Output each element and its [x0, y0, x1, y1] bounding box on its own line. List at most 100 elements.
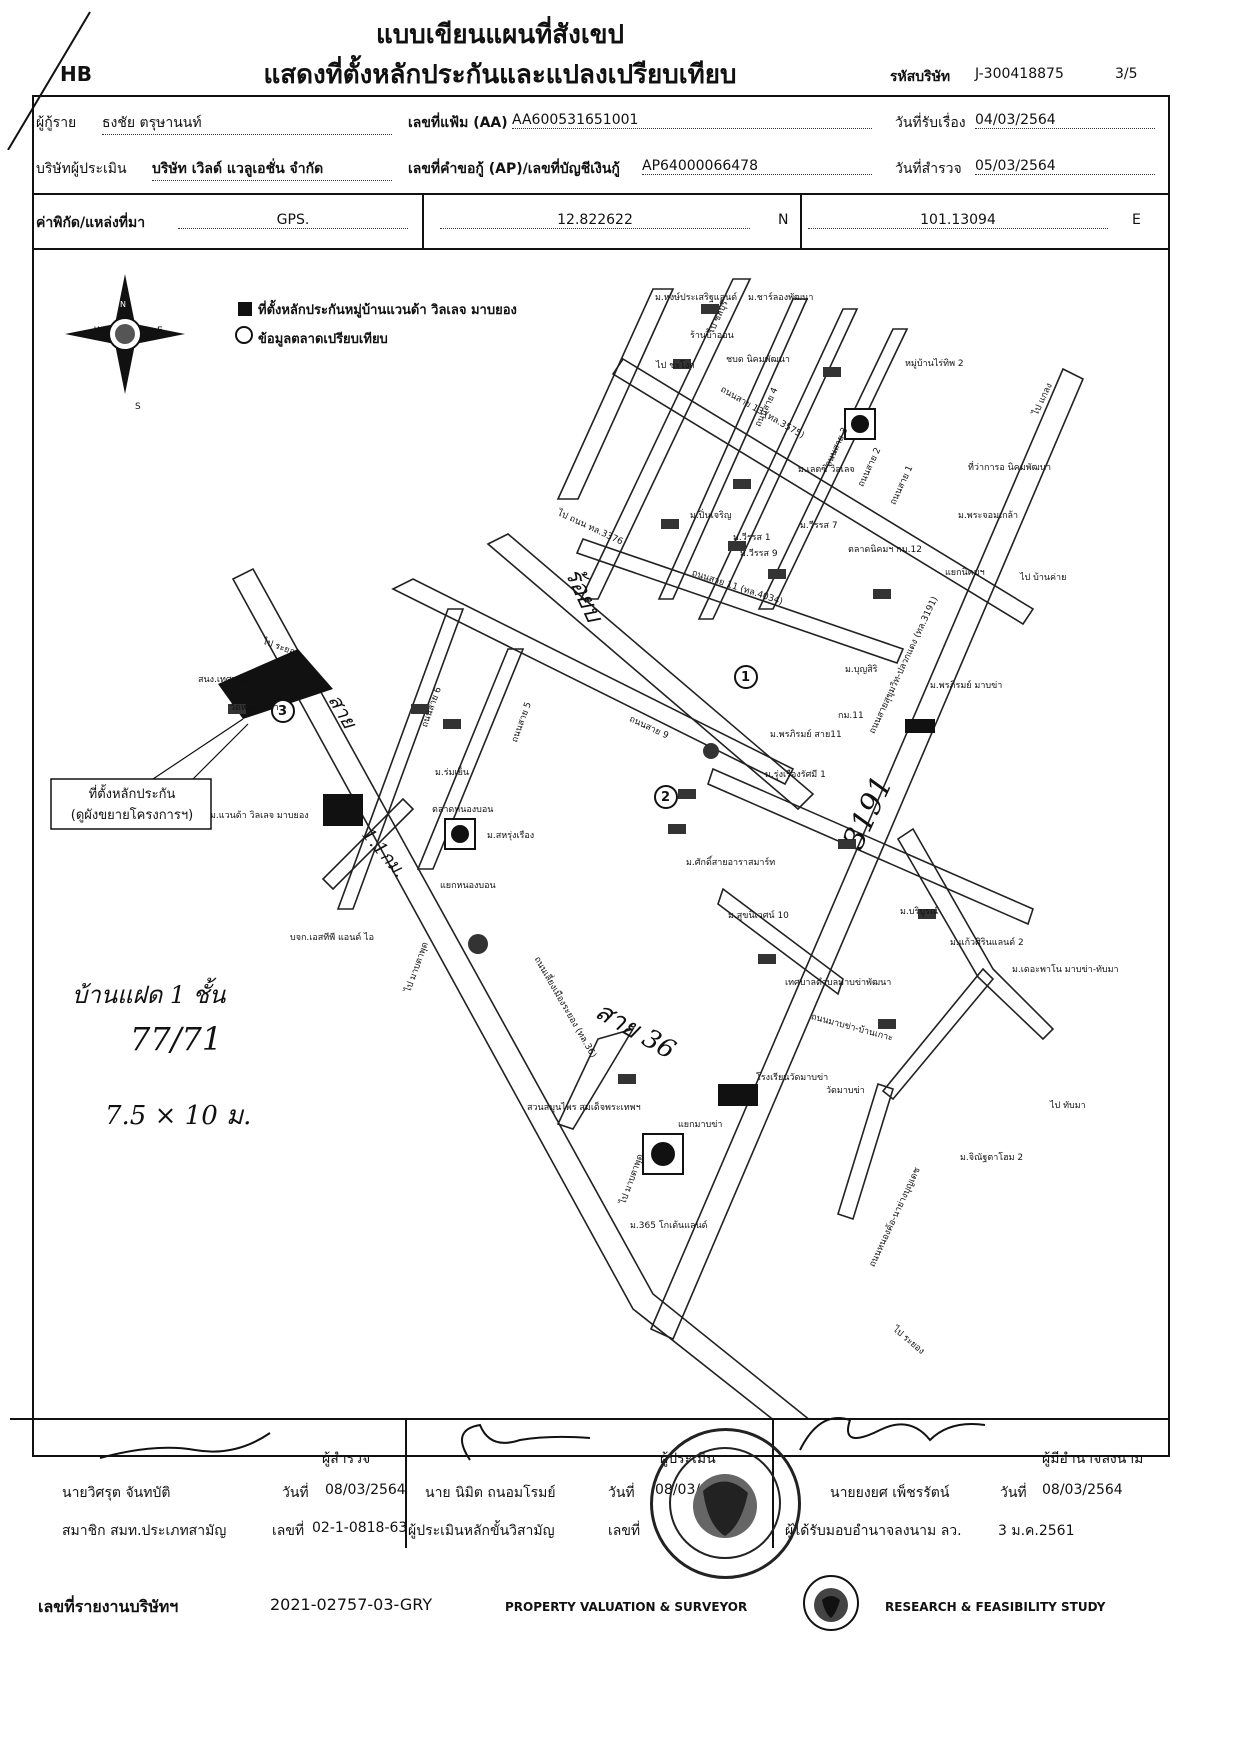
map-label: สนง.เทศบาล มะขามคู่ — [198, 675, 285, 685]
compass-n: N — [120, 300, 126, 309]
legend-collateral-label: ที่ตั้งหลักประกันหมู่บ้านแวนด้า วิลเลจ ม… — [258, 303, 517, 318]
map-label: ม.เดอะพาโน มาบข่า-ทับมา — [1012, 965, 1119, 975]
appraiser-label: บริษัทผู้ประเมิน — [36, 161, 127, 177]
location-map — [50, 274, 1085, 1419]
map-label: โรงเรียนวัดมาบข่า — [756, 1073, 829, 1083]
map-label: เทศบาลตำบลมาบข่าพัฒนา — [785, 978, 892, 988]
map-label: ม.ศักดิ์สายอาราสมาร์ท — [686, 858, 776, 868]
legend-comparison-label: ข้อมูลตลาดเปรียบเทียบ — [258, 332, 388, 347]
map-label: สวนสมุนไพร สมเด็จพระเทพฯ — [527, 1103, 641, 1113]
coords-label: ค่าพิกัด/แหล่งที่มา — [36, 215, 146, 231]
map-label: ม.สหรุ่งเรือง — [487, 831, 535, 841]
authority-note-date: 3 ม.ค.2561 — [998, 1523, 1075, 1539]
handwritten-size: 7.5 × 10 ม. — [105, 1101, 252, 1131]
world-valuation-logo — [800, 1572, 862, 1634]
surveyor-date-label: วันที่ — [282, 1485, 309, 1501]
footer-left-text: PROPERTY VALUATION & SURVEYOR — [505, 1600, 748, 1614]
report-no: 2021-02757-03-GRY — [270, 1595, 433, 1614]
map-label: ม.365 โกเด้นแลนด์ — [630, 1221, 708, 1231]
request-label: เลขที่คำขอกู้ (AP)/เลขที่บัญชีเงินกู้ — [408, 161, 620, 177]
corner-code: HB — [60, 62, 92, 86]
map-label: ไป ชะโงก — [656, 361, 695, 371]
sig-sep-1b — [405, 1418, 407, 1548]
map-label: ม.บุญสิริ — [845, 665, 878, 675]
map-label: ม.พรภิรมย์ สาย11 — [770, 730, 842, 740]
callout-box — [50, 778, 212, 830]
signature-valuer — [461, 1423, 591, 1461]
collateral-location — [218, 649, 333, 719]
map-label: ไป บ้านค่าย — [1020, 573, 1067, 583]
map-label: ม.วีรรส 7 — [800, 521, 838, 531]
map-label: ตลาดนิคมฯ กม.12 — [848, 545, 922, 555]
map-label: ม.พรภิรมย์ มาบข่า — [930, 681, 1003, 691]
comparison-marker-1: 1 — [741, 670, 751, 685]
file-no-value: AA600531651001 — [512, 112, 872, 129]
signature-authority — [799, 1417, 986, 1451]
comparison-marker-2: 2 — [661, 790, 671, 805]
borrower-label: ผู้กู้ราย — [36, 115, 77, 131]
legend-collateral-symbol — [238, 302, 252, 316]
surveyor-date: 08/03/2564 — [325, 1482, 406, 1498]
road-mabkha — [707, 767, 1034, 926]
coords-divider — [32, 248, 1168, 250]
map-label: ไป ทับมา — [1050, 1101, 1086, 1111]
road-sai-6 — [336, 608, 465, 910]
company-code: J-300418875 — [975, 66, 1064, 82]
survey-value: 05/03/2564 — [975, 158, 1155, 175]
company-seal-stamp — [650, 1428, 801, 1579]
road-network — [231, 278, 1085, 1419]
authority-date: 08/03/2564 — [1042, 1482, 1123, 1498]
comparison-marker-3: 3 — [278, 704, 288, 719]
map-label: ม.ชาร์ลองพัฒนา — [748, 293, 814, 303]
callout-line2: (ดูผังขยายโครงการฯ) — [70, 808, 194, 823]
handwritten-house-no: 77/71 — [130, 1020, 223, 1058]
map-label: แยกมาบข่า — [678, 1120, 723, 1130]
authority-role: ผู้มีอำนาจลงนาม — [1042, 1451, 1144, 1467]
appraiser-value: บริษัท เวิลด์ แวลูเอชั่น จำกัด — [152, 158, 392, 181]
map-label: หมู่บ้านไร่ทิพ 2 — [905, 359, 964, 369]
latitude-dir: N — [778, 212, 789, 228]
map-label: ม.วีรรส 1 — [733, 533, 771, 543]
coord-sep-2 — [800, 194, 802, 248]
map-label: ม.ปิ่นเจริญ — [690, 511, 732, 521]
signature-surveyor — [99, 1432, 271, 1459]
handwritten-house-type: บ้านแฝด 1 ชั้น — [72, 981, 226, 1009]
map-label: ม.เลตซิ วิลเลจ — [798, 465, 855, 475]
coord-sep-1 — [422, 194, 424, 248]
map-label: ม.แวนด้า วิลเลจ มาบยอง — [210, 811, 309, 821]
report-no-label: เลขที่รายงานบริษัทฯ — [38, 1597, 179, 1616]
map-label: ม.บริบูรณ์ — [900, 907, 939, 917]
valuer-no-label: เลขที่ — [608, 1523, 641, 1539]
corner-mark — [2, 10, 112, 151]
compass-s: S — [135, 402, 141, 412]
valuer-name: นาย นิมิต ถนอมโรมย์ — [425, 1485, 556, 1501]
map-label: ที่ว่าการอ นิคมพัฒนา — [968, 463, 1052, 473]
page-title-line1: แบบเขียนแผนที่สังเขป — [375, 20, 625, 50]
longitude-value: 101.13094 — [808, 212, 1108, 229]
map-label: แยกหนองบอน — [440, 881, 496, 891]
signature-divider — [10, 1418, 1168, 1420]
received-label: วันที่รับเรื่อง — [895, 115, 966, 131]
map-label: กม.11 — [838, 711, 864, 721]
compass-rose-icon — [65, 274, 185, 394]
surveyor-no-label: เลขที่ — [272, 1523, 305, 1539]
page-number: 3/5 — [1115, 66, 1138, 82]
authority-note: ผู้ได้รับมอบอำนาจลงนาม ลว. — [785, 1523, 962, 1539]
page-title-line2: แสดงที่ตั้งหลักประกันและแปลงเปรียบเทียบ — [263, 60, 737, 90]
survey-label: วันที่สำรวจ — [895, 161, 962, 177]
road-sai-5 — [416, 648, 525, 870]
map-label: ม.สุขนิเวศน์ 10 — [728, 911, 789, 921]
latitude-value: 12.822622 — [440, 212, 750, 229]
surveyor-no: 02-1-0818-63 — [312, 1520, 408, 1536]
map-label: ม.หงษ์ประเสริฐแลนด์ — [655, 293, 738, 303]
request-value: AP64000066478 — [642, 158, 872, 175]
received-value: 04/03/2564 — [975, 112, 1155, 129]
map-label: ร้านบ้าออน — [690, 331, 734, 341]
surveyor-name: นายวิศรุต จันทบัติ — [62, 1485, 171, 1501]
file-no-label: เลขที่แฟ้ม (AA) — [408, 115, 508, 131]
footer-right-text: RESEARCH & FEASIBILITY STUDY — [885, 1600, 1106, 1614]
compass-w: W — [94, 326, 103, 336]
map-label: ชบด นิคมพัฒนา — [726, 355, 790, 365]
info-divider — [32, 193, 1168, 195]
road-11 — [575, 538, 905, 664]
